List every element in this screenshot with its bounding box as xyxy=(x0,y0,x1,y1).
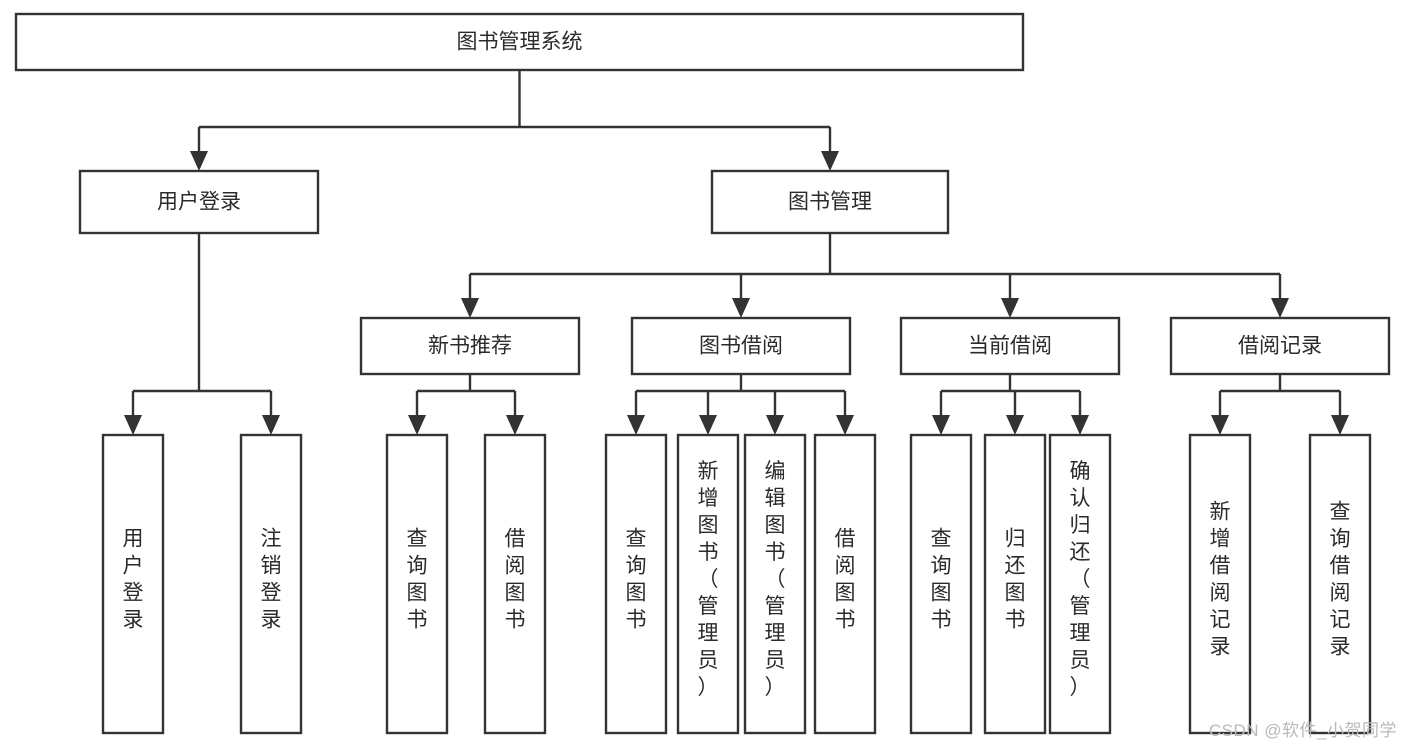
node-box xyxy=(899,316,1121,376)
node-label: 借阅记录 xyxy=(1238,335,1322,358)
node-label: 用户登录 xyxy=(123,528,144,632)
node-box xyxy=(359,316,581,376)
node-box xyxy=(1188,433,1252,735)
node-leaf-query-borrow-record[interactable]: 查询借阅记录 xyxy=(1308,433,1372,735)
node-label: 注销登录 xyxy=(261,528,282,632)
arrow-head-icon xyxy=(932,415,950,435)
node-current-borrow[interactable]: 当前借阅 xyxy=(899,316,1121,376)
node-label: 归还图书 xyxy=(1005,528,1026,632)
arrow-head-icon xyxy=(1071,415,1089,435)
node-box xyxy=(483,433,547,735)
node-box xyxy=(78,169,320,235)
node-leaf-return-book[interactable]: 归还图书 xyxy=(983,433,1047,735)
arrow-head-icon xyxy=(1001,298,1019,318)
node-label: 编辑图书（管理员） xyxy=(765,460,786,699)
node-leaf-add-book[interactable]: 新增图书（管理员） xyxy=(676,433,740,735)
node-box xyxy=(983,433,1047,735)
arrow-head-icon xyxy=(1211,415,1229,435)
node-box xyxy=(1169,316,1391,376)
arrow-head-icon xyxy=(190,151,208,171)
arrow-head-icon xyxy=(262,415,280,435)
node-label: 借阅图书 xyxy=(505,528,526,632)
node-leaf-edit-book[interactable]: 编辑图书（管理员） xyxy=(743,433,807,735)
node-layer: 图书管理系统用户登录图书管理新书推荐图书借阅当前借阅借阅记录用户登录注销登录查询… xyxy=(14,12,1391,735)
node-box xyxy=(813,433,877,735)
node-box xyxy=(14,12,1025,72)
arrow-head-icon xyxy=(408,415,426,435)
node-leaf-query-book-current[interactable]: 查询图书 xyxy=(909,433,973,735)
node-label: 查询图书 xyxy=(407,528,428,632)
node-label: 当前借阅 xyxy=(968,335,1052,358)
arrow-head-icon xyxy=(699,415,717,435)
node-label: 查询图书 xyxy=(626,528,647,632)
node-book-borrow[interactable]: 图书借阅 xyxy=(630,316,852,376)
node-box xyxy=(101,433,165,735)
arrow-head-icon xyxy=(821,151,839,171)
node-label: 新书推荐 xyxy=(428,335,512,358)
node-label: 图书管理系统 xyxy=(457,31,583,54)
node-user-login[interactable]: 用户登录 xyxy=(78,169,320,235)
node-leaf-confirm-return[interactable]: 确认归还（管理员） xyxy=(1048,433,1112,735)
arrow-head-icon xyxy=(766,415,784,435)
node-box xyxy=(1308,433,1372,735)
arrow-head-icon xyxy=(627,415,645,435)
node-leaf-user-login[interactable]: 用户登录 xyxy=(101,433,165,735)
node-label: 新增借阅记录 xyxy=(1210,501,1231,659)
arrow-head-icon xyxy=(732,298,750,318)
node-borrow-record[interactable]: 借阅记录 xyxy=(1169,316,1391,376)
arrow-head-icon xyxy=(836,415,854,435)
node-label: 新增图书（管理员） xyxy=(698,460,719,699)
node-box xyxy=(604,433,668,735)
node-label: 图书管理 xyxy=(788,191,872,214)
node-box xyxy=(676,433,740,735)
node-box xyxy=(710,169,950,235)
node-leaf-query-book-recommend[interactable]: 查询图书 xyxy=(385,433,449,735)
arrow-head-icon xyxy=(506,415,524,435)
node-leaf-add-borrow-record[interactable]: 新增借阅记录 xyxy=(1188,433,1252,735)
node-box xyxy=(743,433,807,735)
node-leaf-borrow-book-recommend[interactable]: 借阅图书 xyxy=(483,433,547,735)
node-leaf-user-logout[interactable]: 注销登录 xyxy=(239,433,303,735)
arrow-head-icon xyxy=(1271,298,1289,318)
node-book-management[interactable]: 图书管理 xyxy=(710,169,950,235)
node-label: 用户登录 xyxy=(157,191,241,214)
node-leaf-query-book-borrow[interactable]: 查询图书 xyxy=(604,433,668,735)
node-box xyxy=(630,316,852,376)
arrow-head-icon xyxy=(1006,415,1024,435)
node-label: 借阅图书 xyxy=(835,528,856,632)
watermark-label: CSDN @软件_小贺同学 xyxy=(1208,721,1397,740)
node-new-book-recommend[interactable]: 新书推荐 xyxy=(359,316,581,376)
arrow-head-icon xyxy=(124,415,142,435)
node-box xyxy=(1048,433,1112,735)
arrow-head-icon xyxy=(461,298,479,318)
node-box xyxy=(385,433,449,735)
node-box xyxy=(239,433,303,735)
node-leaf-borrow-book[interactable]: 借阅图书 xyxy=(813,433,877,735)
node-label: 图书借阅 xyxy=(699,335,783,358)
node-label: 确认归还（管理员） xyxy=(1070,460,1091,699)
connector-layer xyxy=(124,70,1349,435)
node-box xyxy=(909,433,973,735)
node-root[interactable]: 图书管理系统 xyxy=(14,12,1025,72)
arrow-head-icon xyxy=(1331,415,1349,435)
node-label: 查询图书 xyxy=(931,528,952,632)
node-label: 查询借阅记录 xyxy=(1330,501,1351,659)
